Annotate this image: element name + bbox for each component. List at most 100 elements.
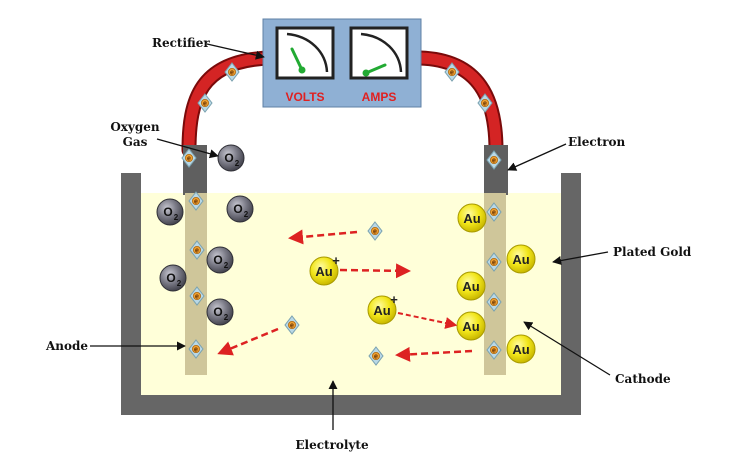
oxygen-subscript: 2: [224, 261, 229, 270]
electron-symbol: e: [194, 347, 198, 354]
electron: e: [189, 286, 205, 306]
volt-meter-scale: [286, 32, 329, 73]
electron-core: [370, 226, 379, 235]
oxygen-symbol: O: [163, 205, 172, 219]
gold-sphere: [506, 334, 536, 364]
gold-symbol: Au: [462, 319, 479, 334]
gold-atom: Au: [457, 203, 487, 233]
electron-core: [489, 207, 498, 216]
electron: e: [486, 202, 502, 222]
electron-symbol: e: [187, 156, 191, 163]
plated-gold-label: Plated Gold: [613, 245, 692, 259]
volt-meter-needle: [290, 47, 304, 72]
anode-electrode: [185, 193, 207, 375]
electron-core: [184, 153, 193, 162]
gold-sphere: [456, 271, 486, 301]
oxygen-subscript: 2: [235, 159, 240, 168]
electron-symbol: e: [450, 70, 454, 77]
electron-core: [227, 68, 236, 77]
electron-symbol: e: [373, 229, 377, 236]
electron-symbol: e: [194, 199, 198, 206]
gold-atom: Au: [506, 334, 536, 364]
electron-core: [191, 196, 200, 205]
electron: e: [486, 150, 502, 170]
electron: e: [368, 346, 384, 366]
gold-atom: Au: [456, 311, 486, 341]
electron: e: [197, 93, 213, 113]
electron-core: [480, 99, 489, 108]
electron: e: [188, 339, 204, 359]
cathode-electrode: [484, 193, 506, 375]
oxygen-symbol: O: [213, 305, 222, 319]
oxygen-subscript: 2: [244, 210, 249, 219]
electron-core: [192, 291, 201, 300]
electron-symbol: e: [492, 158, 496, 165]
oxygen-gas-label-line1: Oxygen: [110, 120, 160, 134]
rectifier-callout: [206, 43, 265, 60]
plated-gold-callout: [552, 251, 609, 266]
gold-ion-charge: +: [332, 253, 340, 268]
volt-meter-face: [275, 26, 335, 80]
electron-core: [287, 320, 296, 329]
gold-atom: Au: [506, 244, 536, 274]
callouts: [90, 43, 611, 430]
electron-core: [192, 245, 201, 254]
flow-arrows: [217, 229, 473, 362]
oxygen-symbol: O: [166, 271, 175, 285]
electron-symbol: e: [374, 354, 378, 361]
gold-symbol: Au: [373, 303, 390, 318]
flow-arrow-gold-ion-2: [397, 312, 458, 329]
electron: e: [477, 93, 493, 113]
electron-symbol: e: [483, 101, 487, 108]
oxygen-sphere: [206, 246, 234, 274]
electron-core: [200, 99, 209, 108]
amp-meter: AMPS: [349, 26, 409, 104]
electron-symbol: e: [492, 348, 496, 355]
oxygen-sphere: [226, 195, 254, 223]
flow-arrow-left-top: [288, 229, 358, 245]
electron: e: [486, 292, 502, 312]
amps-label: AMPS: [362, 90, 397, 104]
gold-symbol: Au: [463, 211, 480, 226]
electron-core: [489, 297, 498, 306]
cathode-label: Cathode: [615, 372, 671, 386]
anode-label: Anode: [45, 339, 88, 353]
electron-label: Electron: [568, 135, 626, 149]
electron: e: [189, 240, 205, 260]
gold-sphere: [506, 244, 536, 274]
electron: e: [181, 148, 197, 168]
electron-core: [489, 345, 498, 354]
electron: e: [486, 252, 502, 272]
electron: e: [284, 315, 300, 335]
oxygen-callout: [156, 138, 219, 159]
electron-symbol: e: [195, 248, 199, 255]
electron-core: [371, 351, 380, 360]
oxygen-subscript: 2: [224, 313, 229, 322]
volt-meter-pivot: [298, 66, 306, 74]
electron-symbol: e: [492, 260, 496, 267]
gold-symbol: Au: [462, 279, 479, 294]
volts-label: VOLTS: [285, 90, 324, 104]
labels: Rectifier Oxygen Gas Electron Plated Gol…: [45, 36, 692, 452]
oxygen-subscript: 2: [177, 279, 182, 288]
cathode-top: [484, 145, 508, 195]
electrodes: [183, 145, 508, 375]
electron: e: [367, 221, 383, 241]
electrolyte-label: Electrolyte: [295, 438, 369, 452]
oxygen-symbol: O: [233, 202, 242, 216]
flow-arrow-gold-ion: [339, 263, 411, 279]
gold-atom: Au: [456, 271, 486, 301]
volt-meter: VOLTS: [275, 26, 335, 104]
gold-symbol: Au: [512, 342, 529, 357]
electron-symbol: e: [230, 70, 234, 77]
cathode-callout: [523, 321, 611, 376]
electron-symbol: e: [290, 323, 294, 330]
oxygen-symbol: O: [224, 151, 233, 165]
electron-callout: [507, 143, 567, 171]
electron: e: [224, 62, 240, 82]
